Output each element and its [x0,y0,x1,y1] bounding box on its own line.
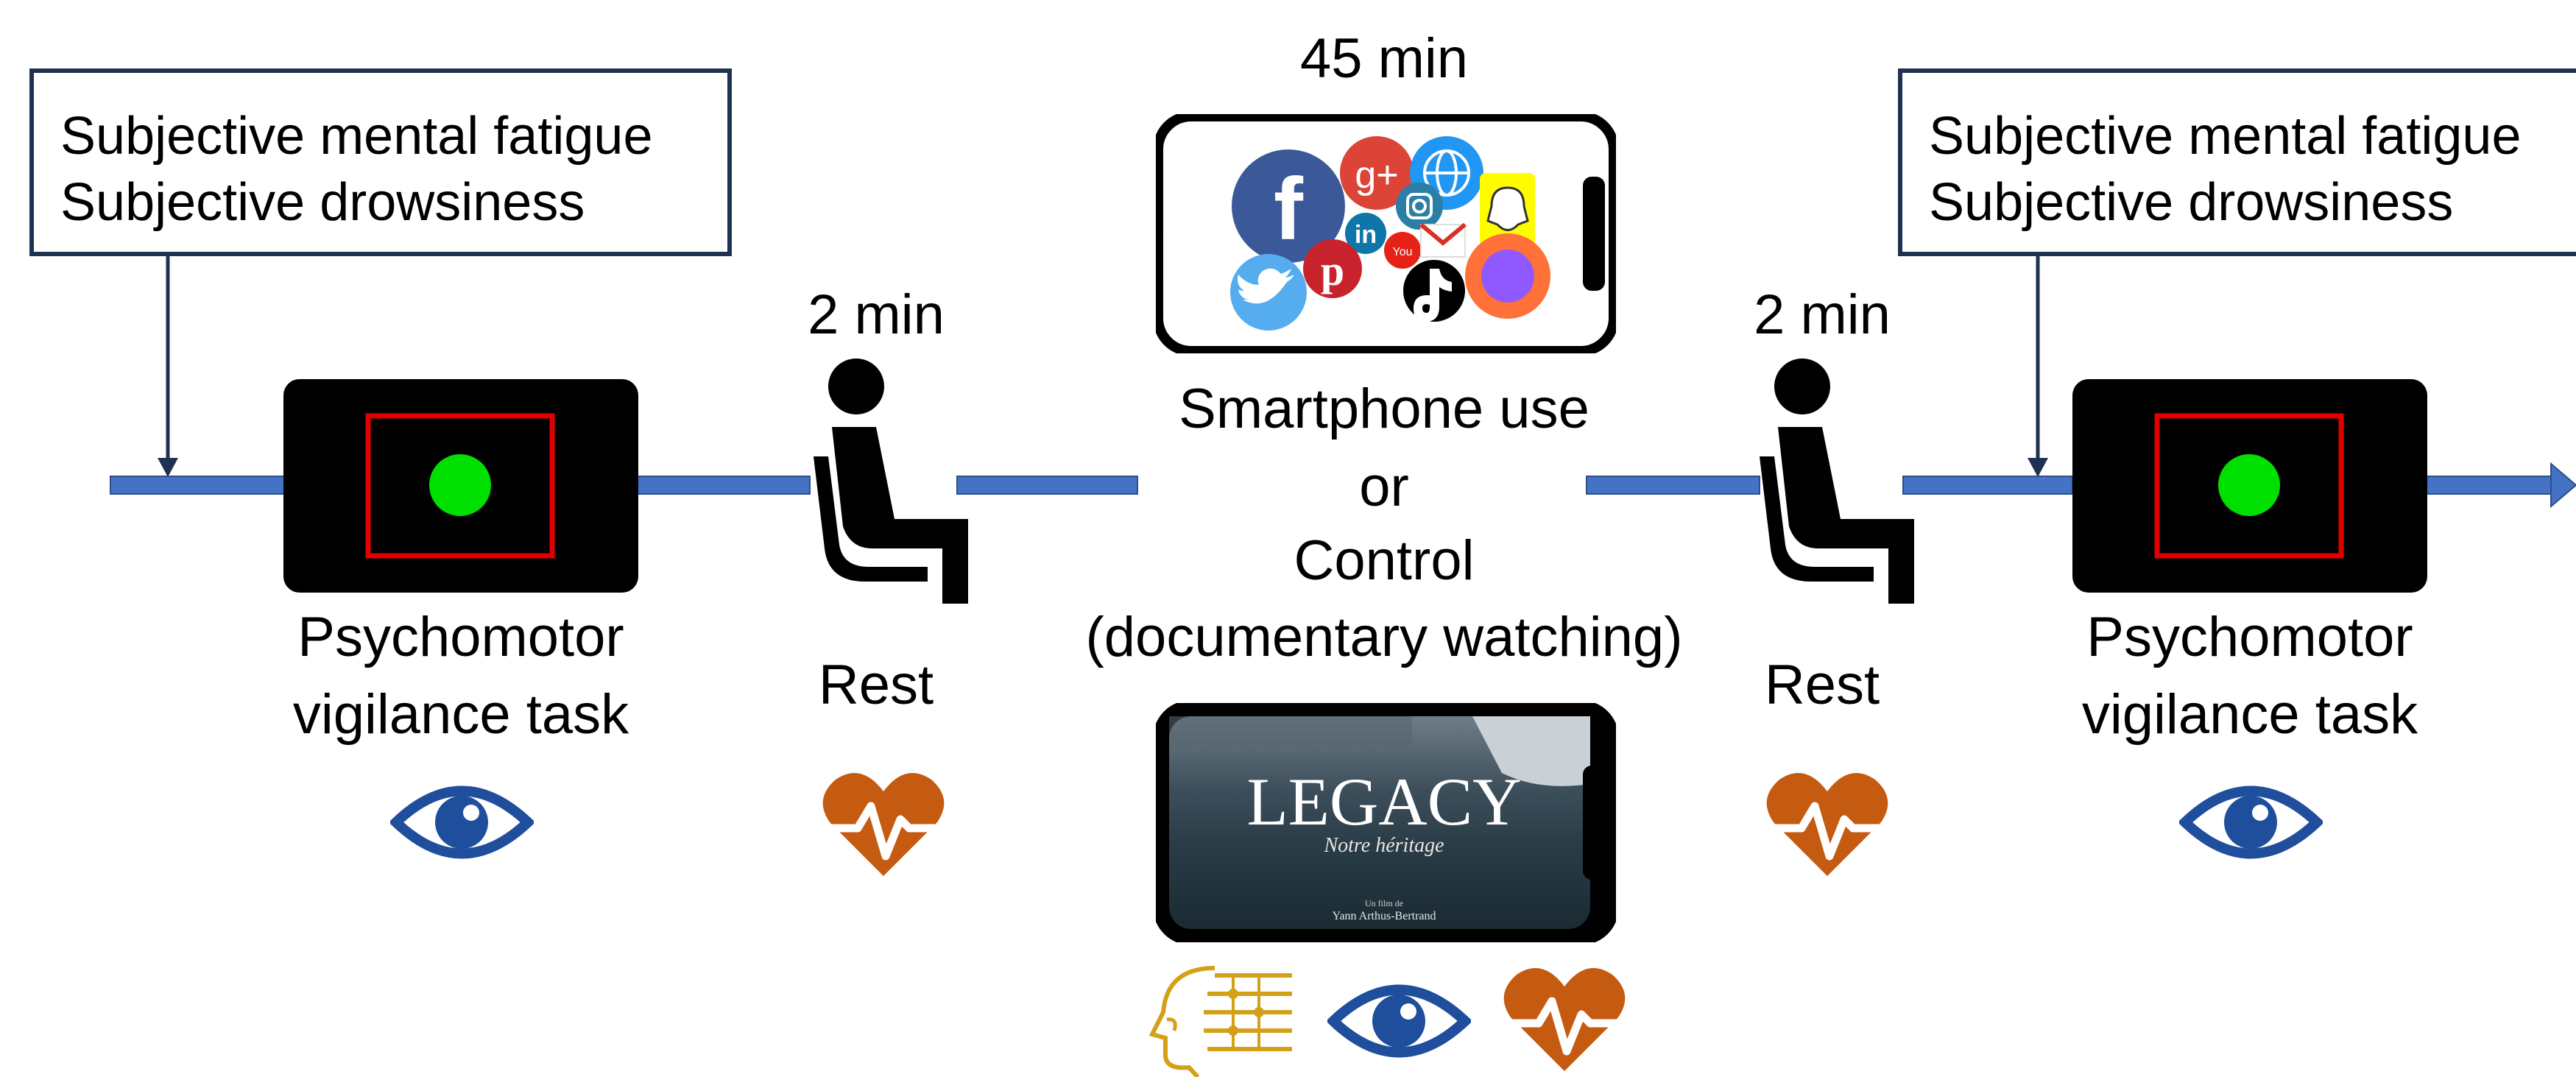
pvt-screen-icon [2072,379,2427,593]
pvt-label-line-1: Psychomotor [297,606,624,668]
eye-icon [2179,785,2323,859]
tiktok-icon [1403,260,1465,322]
documentary-subtitle: Notre héritage [1324,834,1444,857]
task-label-line-1: Smartphone use [1179,378,1589,440]
svg-text:g+: g+ [1355,154,1398,197]
facebook-icon: f [1232,149,1345,263]
svg-text:in: in [1355,221,1377,249]
seated-person-icon [814,359,968,604]
heart-rate-icon [1503,968,1626,1071]
documentary-title: LEGACY [1246,764,1522,839]
linkedin-icon: in [1345,213,1386,254]
svg-text:p: p [1321,247,1344,294]
smartphone-documentary: LEGACY Notre héritage Un film de Yann Ar… [1156,703,1616,942]
heart-rate-icon [822,773,945,876]
gmail-icon [1419,222,1467,258]
google-plus-icon: g+ [1340,136,1414,210]
smartphone-social-apps: f g+ in You [1156,114,1616,353]
task-label-line-2: or [1359,456,1409,518]
brain-eeg-icon [1148,966,1292,1077]
pvt-label-line-2: vigilance task [292,683,629,746]
questionnaire-line-2: Subjective drowsiness [1929,173,2454,232]
questionnaire-box-pre: Subjective mental fatigue Subjective dro… [29,68,732,256]
documentary-director: Yann Arthus-Bertrand [1332,910,1436,922]
rest-label: Rest [818,654,934,716]
svg-text:You: You [1393,246,1413,258]
pvt-label-line-1: Psychomotor [2086,606,2413,668]
youtube-icon: You [1384,232,1421,269]
documentary-credit-prefix: Un film de [1365,898,1403,908]
eye-icon [390,785,534,859]
rest-duration: 2 min [1754,283,1891,346]
eye-icon [1327,984,1471,1058]
pvt-label-line-2: vigilance task [2081,683,2418,746]
questionnaire-box-post: Subjective mental fatigue Subjective dro… [1898,68,2576,256]
pinterest-icon: p [1303,239,1362,298]
heart-rate-icon [1766,773,1888,876]
svg-text:f: f [1274,160,1304,258]
twitter-icon [1230,254,1307,331]
questionnaire-line-2: Subjective drowsiness [60,173,585,232]
snapchat-icon [1480,173,1535,247]
task-duration: 45 min [1299,27,1469,90]
rest-duration: 2 min [808,283,945,346]
task-label-line-3: Control [1294,529,1475,592]
seated-person-icon [1760,359,1914,604]
task-label-line-4: (documentary watching) [1085,606,1683,668]
questionnaire-line-1: Subjective mental fatigue [60,107,653,166]
rest-label: Rest [1764,654,1880,716]
pvt-screen-icon [283,379,638,593]
firefox-icon [1465,233,1550,319]
questionnaire-line-1: Subjective mental fatigue [1929,107,2522,166]
instagram-icon [1396,183,1443,230]
